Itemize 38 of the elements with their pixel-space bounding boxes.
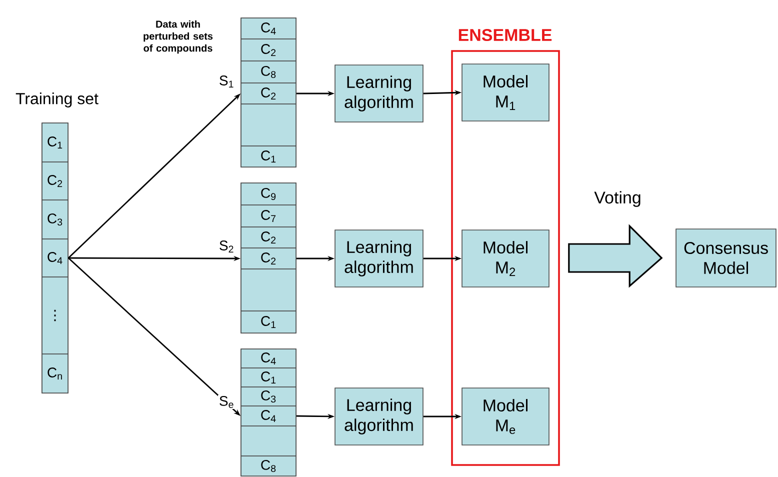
- edge-label: S$_{1}$: [218, 74, 236, 88]
- table-cell: C$_{2}$: [240, 248, 296, 270]
- table-cell: C$_{4}$: [240, 348, 296, 368]
- edge-label: S$_{2}$: [218, 240, 236, 254]
- process-box: Learning algorithm: [334, 64, 424, 122]
- table-cell: [240, 426, 296, 456]
- model-box: Model M$_{2}$: [462, 230, 550, 288]
- table-cell: C$_{7}$: [240, 204, 296, 228]
- model-box: Model M$_{1}$: [462, 64, 550, 122]
- process-box: Learning algorithm: [334, 388, 424, 446]
- table-cell: C$_{1}$: [240, 146, 296, 168]
- block-arrow: [568, 224, 663, 288]
- table-cell: C$_{3}$: [42, 200, 68, 240]
- table-cell: C$_{3}$: [240, 386, 296, 406]
- table-cell: [240, 104, 296, 146]
- table-cell: C$_{2}$: [42, 162, 68, 200]
- table-cell: C$_{2}$: [240, 38, 296, 62]
- table-cell: C$_{1}$: [42, 122, 68, 162]
- table-cell: C$_{9}$: [240, 182, 296, 206]
- caption-text: Data with perturbed sets of compounds: [144, 20, 213, 54]
- heading: Training set: [16, 92, 98, 108]
- table-cell: C$_{4}$: [240, 406, 296, 426]
- table-cell: C$_{8}$: [240, 60, 296, 84]
- table-cell: [240, 268, 296, 312]
- process-box: Consensus Model: [676, 228, 776, 288]
- table-cell: C$_{1}$: [240, 368, 296, 388]
- heading: ENSEMBLE: [458, 28, 552, 42]
- table-cell: C$_{2}$: [240, 226, 296, 248]
- table-cell: C$_{n}$: [42, 354, 68, 394]
- table-cell: C$_{4}$: [240, 18, 296, 40]
- table-cell: C$_{2}$: [240, 82, 296, 104]
- edge-label: S$_{e}$: [218, 395, 236, 410]
- table-cell: C$_{8}$: [240, 456, 296, 476]
- model-box: Model M$_{e}$: [462, 388, 550, 446]
- process-box: Learning algorithm: [334, 230, 424, 288]
- table-cell: C$_{4}$: [42, 238, 68, 278]
- table-cell: C$_{1}$: [240, 310, 296, 334]
- edge-label: Voting: [594, 191, 640, 207]
